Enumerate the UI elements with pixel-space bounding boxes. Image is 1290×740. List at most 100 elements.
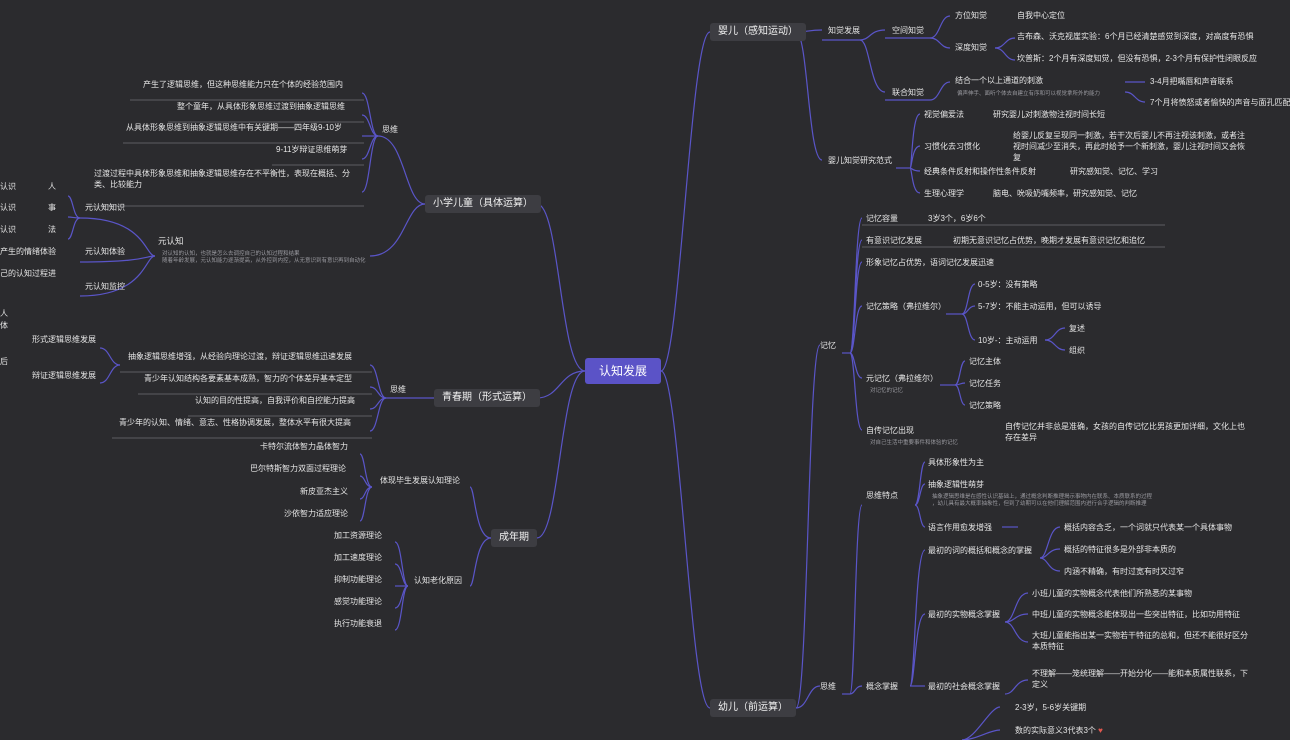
node-depth[interactable]: 深度知觉 xyxy=(955,43,987,52)
node-number-2-text: 数的实际意义3代表3个 xyxy=(1015,726,1096,735)
node-concept-object-2[interactable]: 中班儿童的实物概念能体现出一些突出特征，比如功用特征 xyxy=(1032,610,1240,619)
node-number-2[interactable]: 数的实际意义3代表3个 ♥ xyxy=(1015,725,1103,736)
note-autobio: 对自己生活中重要事件和体验的记忆 xyxy=(870,440,959,446)
node-number-1[interactable]: 2-3岁，5-6岁关键期 xyxy=(1015,703,1087,712)
node-intentional[interactable]: 有意识记忆发展 xyxy=(866,236,922,245)
node-depth-b[interactable]: 坎普斯：2个月有深度知觉，但没有恐惧，2-3个月有保护性闭眼反应 xyxy=(1017,54,1258,63)
node-school-t2[interactable]: 整个童年，从具体形象思维过渡到抽象逻辑思维 xyxy=(177,102,345,111)
node-physio[interactable]: 生理心理学 xyxy=(924,189,964,198)
node-habituation-desc[interactable]: 给婴儿反复呈现同一刺激，若干次后婴儿不再注视该刺激，或者注视时间减少至消失，再此… xyxy=(1013,131,1245,162)
node-concept-social-1[interactable]: 不理解——笼统理解——开始分化——能和本质属性联系，下定义 xyxy=(1032,669,1248,689)
node-visual-pref[interactable]: 视觉偏爱法 xyxy=(924,110,964,119)
connector-lines xyxy=(67,15,1165,740)
node-strategy-1[interactable]: 0-5岁：没有策略 xyxy=(978,280,1038,289)
node-meta[interactable]: 元认知 xyxy=(158,236,184,246)
node-joint-b[interactable]: 7个月将愤怒或者愉快的声音与面孔匹配 xyxy=(1150,98,1290,107)
node-lifespan-3[interactable]: 新皮亚杰主义 xyxy=(300,487,348,496)
node-concept-word-3[interactable]: 内涵不精确，有时过宽有时又过窄 xyxy=(1064,567,1184,576)
node-concept[interactable]: 概念掌握 xyxy=(866,682,898,691)
node-concept-object-3[interactable]: 大班儿童能指出某一实物若干特征的总和，但还不能很好区分本质特征 xyxy=(1032,631,1248,651)
node-joint-a[interactable]: 3-4月把嘴唇和声音联系 xyxy=(1150,77,1234,86)
node-paradigm[interactable]: 婴儿知觉研究范式 xyxy=(828,156,892,165)
node-physio-desc[interactable]: 脑电、吮吸奶嘴频率，研究感知觉、记忆 xyxy=(993,189,1137,198)
note-meta-memory: 对记忆的记忆 xyxy=(870,388,904,394)
node-school-t1[interactable]: 产生了逻辑思维，但这种思维能力只在个体的经验范围内 xyxy=(143,80,343,89)
node-meta-knowledge[interactable]: 元认知知识 xyxy=(85,203,125,212)
node-feature-2[interactable]: 抽象逻辑性萌芽 xyxy=(928,480,984,489)
node-capacity[interactable]: 记忆容量 xyxy=(866,214,898,223)
node-strategy-2[interactable]: 5-7岁：不能主动运用，但可以诱导 xyxy=(978,302,1102,311)
node-adolescent-t3[interactable]: 认知的目的性提高，自我评价和自控能力提高 xyxy=(195,396,355,405)
node-lifespan-2[interactable]: 巴尔特斯智力双面过程理论 xyxy=(250,464,346,473)
node-conditioning-desc[interactable]: 研究感知觉、记忆、学习 xyxy=(1070,167,1158,176)
node-aging[interactable]: 认知老化原因 xyxy=(414,576,462,585)
node-formal-logic[interactable]: 形式逻辑思维发展 xyxy=(32,335,96,344)
node-joint-desc[interactable]: 结合一个以上通道的刺激 xyxy=(955,76,1043,85)
node-space[interactable]: 空间知觉 xyxy=(892,26,924,35)
node-school-t5[interactable]: 过渡过程中具体形象思维和抽象逻辑思维存在不平衡性，表现在概括、分类、比较能力 xyxy=(94,169,350,189)
node-self-center[interactable]: 自我中心定位 xyxy=(1017,11,1065,20)
branch-adult[interactable]: 成年期 xyxy=(491,529,537,547)
node-strategy-3[interactable]: 10岁-：主动运用 xyxy=(978,336,1038,345)
node-meta-memory-2[interactable]: 记忆任务 xyxy=(969,379,1001,388)
node-adolescent-t4[interactable]: 青少年的认知、情绪、意志、性格协调发展，整体水平有很大提高 xyxy=(119,418,351,427)
node-conditioning[interactable]: 经典条件反射和操作性条件反射 xyxy=(924,167,1036,176)
node-strategy-3a[interactable]: 复述 xyxy=(1069,324,1085,333)
node-meta-memory-1[interactable]: 记忆主体 xyxy=(969,357,1001,366)
node-mk-task[interactable]: 事 xyxy=(48,203,56,212)
node-image-memory[interactable]: 形象记忆占优势，语词记忆发展迅速 xyxy=(866,258,994,267)
node-aging-5[interactable]: 执行功能衰退 xyxy=(334,619,382,628)
node-lifespan[interactable]: 体现毕生发展认知理论 xyxy=(380,476,460,485)
node-aging-4[interactable]: 感觉功能理论 xyxy=(334,597,382,606)
node-mk-strategy[interactable]: 法 xyxy=(48,225,56,234)
node-feature-1[interactable]: 具体形象性为主 xyxy=(928,458,984,467)
node-me-desc: 产生的情绪体验 xyxy=(0,247,56,256)
node-concept-object[interactable]: 最初的实物概念掌握 xyxy=(928,610,1000,619)
node-thinking-school[interactable]: 思维 xyxy=(382,125,398,134)
node-concept-word-1[interactable]: 概括内容含乏，一个词就只代表某一个具体事物 xyxy=(1064,523,1232,532)
node-adolescent-t1[interactable]: 抽象逻辑思维增强，从经验向理论过渡，辩证逻辑思维迅速发展 xyxy=(128,352,352,361)
node-aging-3[interactable]: 抑制功能理论 xyxy=(334,575,382,584)
node-concept-social[interactable]: 最初的社会概念掌握 xyxy=(928,682,1000,691)
root-node[interactable]: 认知发展 xyxy=(585,358,661,384)
node-concept-word-2[interactable]: 概括的特征很多是外部非本质的 xyxy=(1064,545,1176,554)
node-meta-memory[interactable]: 元记忆（弗拉维尔） xyxy=(866,374,938,383)
node-feature-3[interactable]: 语言作用愈发增强 xyxy=(928,523,992,532)
node-orientation[interactable]: 方位知觉 xyxy=(955,11,987,20)
node-school-t4[interactable]: 9-11岁辩证思维萌芽 xyxy=(276,145,348,154)
node-thinking-adolescent[interactable]: 思维 xyxy=(390,385,406,394)
node-capacity-desc[interactable]: 3岁3个，6岁6个 xyxy=(928,214,986,223)
node-dialectic[interactable]: 辩证逻辑思维发展 xyxy=(32,371,96,380)
node-adolescent-left-b: 体 xyxy=(0,321,8,330)
node-meta-monitor[interactable]: 元认知监控 xyxy=(85,282,125,291)
node-meta-memory-3[interactable]: 记忆策略 xyxy=(969,401,1001,410)
node-memory[interactable]: 记忆 xyxy=(820,341,836,350)
node-depth-a[interactable]: 吉布森、沃克视崖实验：6个月已经清楚感觉到深度，对高度有恐惧 xyxy=(1017,32,1254,41)
node-habituation[interactable]: 习惯化去习惯化 xyxy=(924,142,980,151)
node-lifespan-1[interactable]: 卡特尔流体智力晶体智力 xyxy=(260,442,348,451)
node-concept-word[interactable]: 最初的词的概括和概念的掌握 xyxy=(928,546,1032,555)
branch-preschool[interactable]: 幼儿（前运算） xyxy=(710,699,796,717)
branch-adolescent[interactable]: 青春期（形式运算） xyxy=(434,389,540,407)
node-adolescent-t2[interactable]: 青少年认知结构各要素基本成熟，智力的个体差异基本定型 xyxy=(144,374,352,383)
node-perception[interactable]: 知觉发展 xyxy=(828,26,860,35)
node-mk-person[interactable]: 人 xyxy=(48,182,56,191)
node-intentional-desc[interactable]: 初期无意识记忆占优势，晚期才发展有意识记忆和追忆 xyxy=(953,236,1145,245)
node-school-t3[interactable]: 从具体形象思维到抽象逻辑思维中有关键期——四年级9-10岁 xyxy=(126,123,343,132)
node-meta-experience[interactable]: 元认知体验 xyxy=(85,247,125,256)
branch-school[interactable]: 小学儿童（具体运算） xyxy=(425,195,541,213)
node-strategy-3b[interactable]: 组织 xyxy=(1069,346,1085,355)
node-features[interactable]: 思维特点 xyxy=(866,491,898,500)
node-aging-2[interactable]: 加工速度理论 xyxy=(334,553,382,562)
node-lifespan-4[interactable]: 沙依智力适应理论 xyxy=(284,509,348,518)
node-thinking-preschool[interactable]: 思维 xyxy=(820,682,836,691)
node-autobio[interactable]: 自传记忆出现 xyxy=(866,426,914,435)
node-visual-pref-desc[interactable]: 研究婴儿对刺激物注视时间长短 xyxy=(993,110,1105,119)
node-joint[interactable]: 联合知觉 xyxy=(892,88,924,97)
node-strategy[interactable]: 记忆策略（弗拉维尔） xyxy=(866,302,946,311)
branch-infant[interactable]: 婴儿（感知运动） xyxy=(710,23,806,41)
node-concept-object-1[interactable]: 小班儿童的实物概念代表他们所熟悉的某事物 xyxy=(1032,589,1192,598)
node-aging-1[interactable]: 加工资源理论 xyxy=(334,531,382,540)
node-autobio-desc[interactable]: 自传记忆并非总是准确，女孩的自传记忆比男孩更加详细，文化上也存在差异 xyxy=(1005,422,1245,442)
